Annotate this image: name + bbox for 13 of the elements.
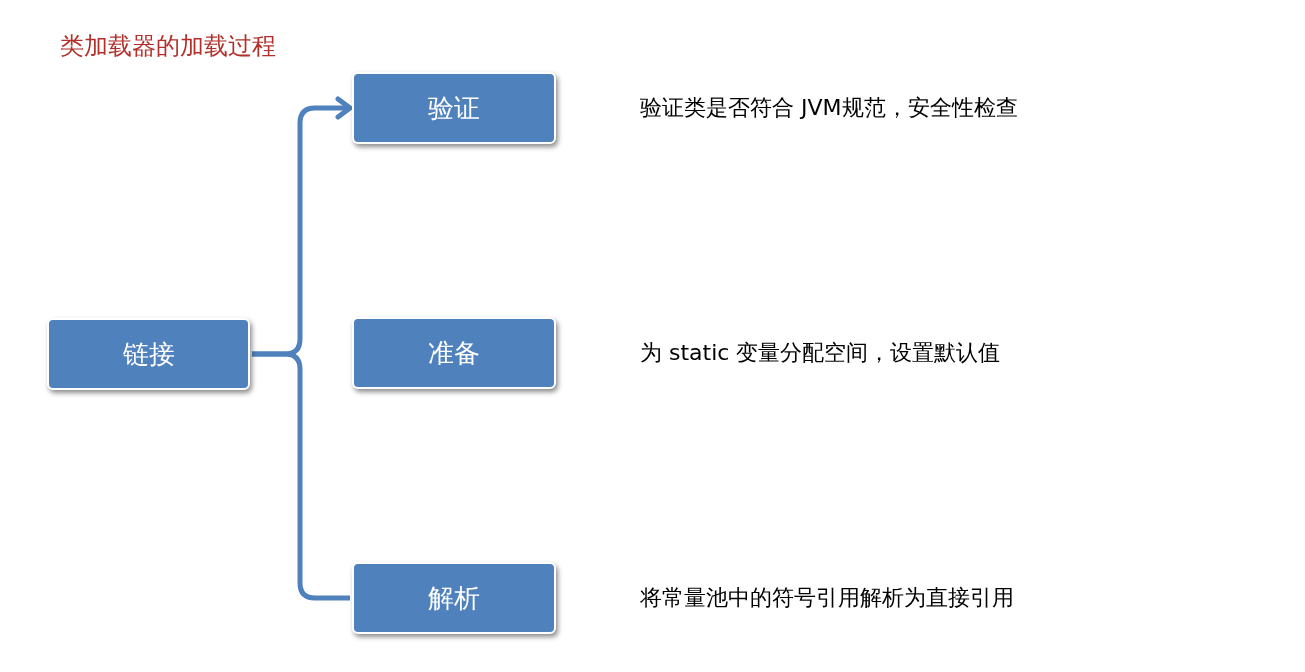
bracket-connector xyxy=(252,351,350,601)
process-box xyxy=(47,318,250,390)
box-label: 验证 xyxy=(428,91,480,125)
box-label: 解析 xyxy=(428,581,480,615)
description-text: 将常量池中的符号引用解析为直接引用 xyxy=(640,584,1014,612)
process-box xyxy=(352,317,556,389)
process-box xyxy=(352,562,556,634)
box-label: 链接 xyxy=(122,337,175,371)
box-label: 准备 xyxy=(428,336,480,370)
description-text: 为 static 变量分配空间，设置默认值 xyxy=(640,339,1001,367)
description-text: 验证类是否符合 JVM规范，安全性检查 xyxy=(640,94,1018,122)
title: 类加载器的加载过程 xyxy=(60,31,276,62)
process-box xyxy=(352,72,556,144)
